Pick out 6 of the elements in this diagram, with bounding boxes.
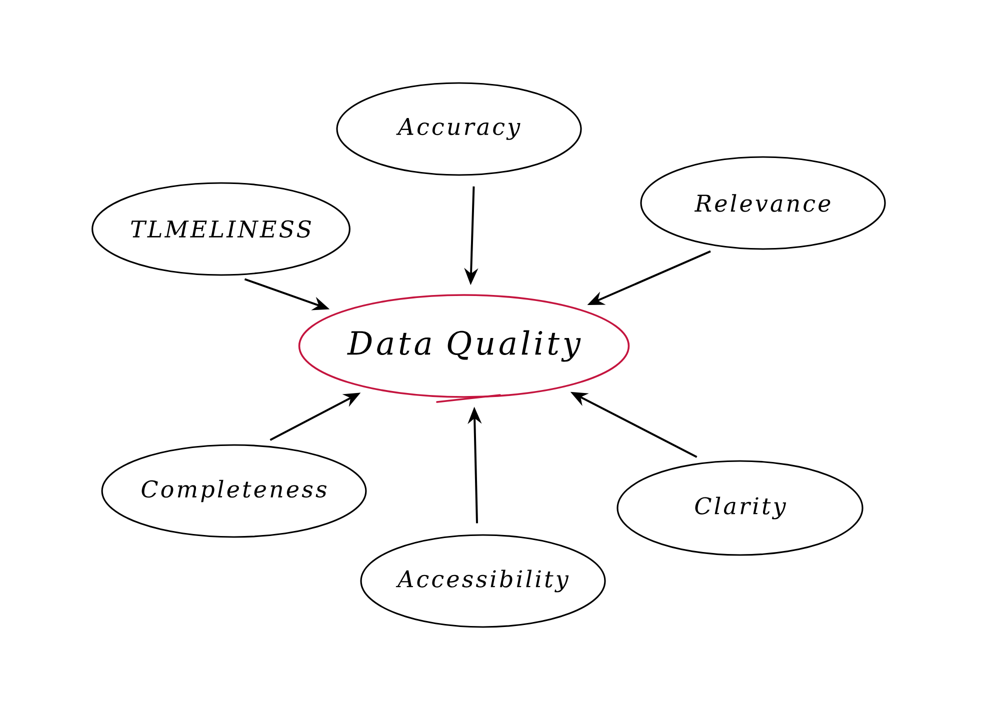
ellipse-node: Accuracy	[336, 82, 582, 176]
ellipse-node: Clarity	[616, 460, 864, 556]
ellipse-node: Accessibility	[360, 534, 606, 628]
ellipse-node: Relevance	[640, 156, 886, 250]
ellipse-node: TLMELINESS	[92, 182, 350, 276]
ellipse-node: Completeness	[101, 444, 367, 538]
